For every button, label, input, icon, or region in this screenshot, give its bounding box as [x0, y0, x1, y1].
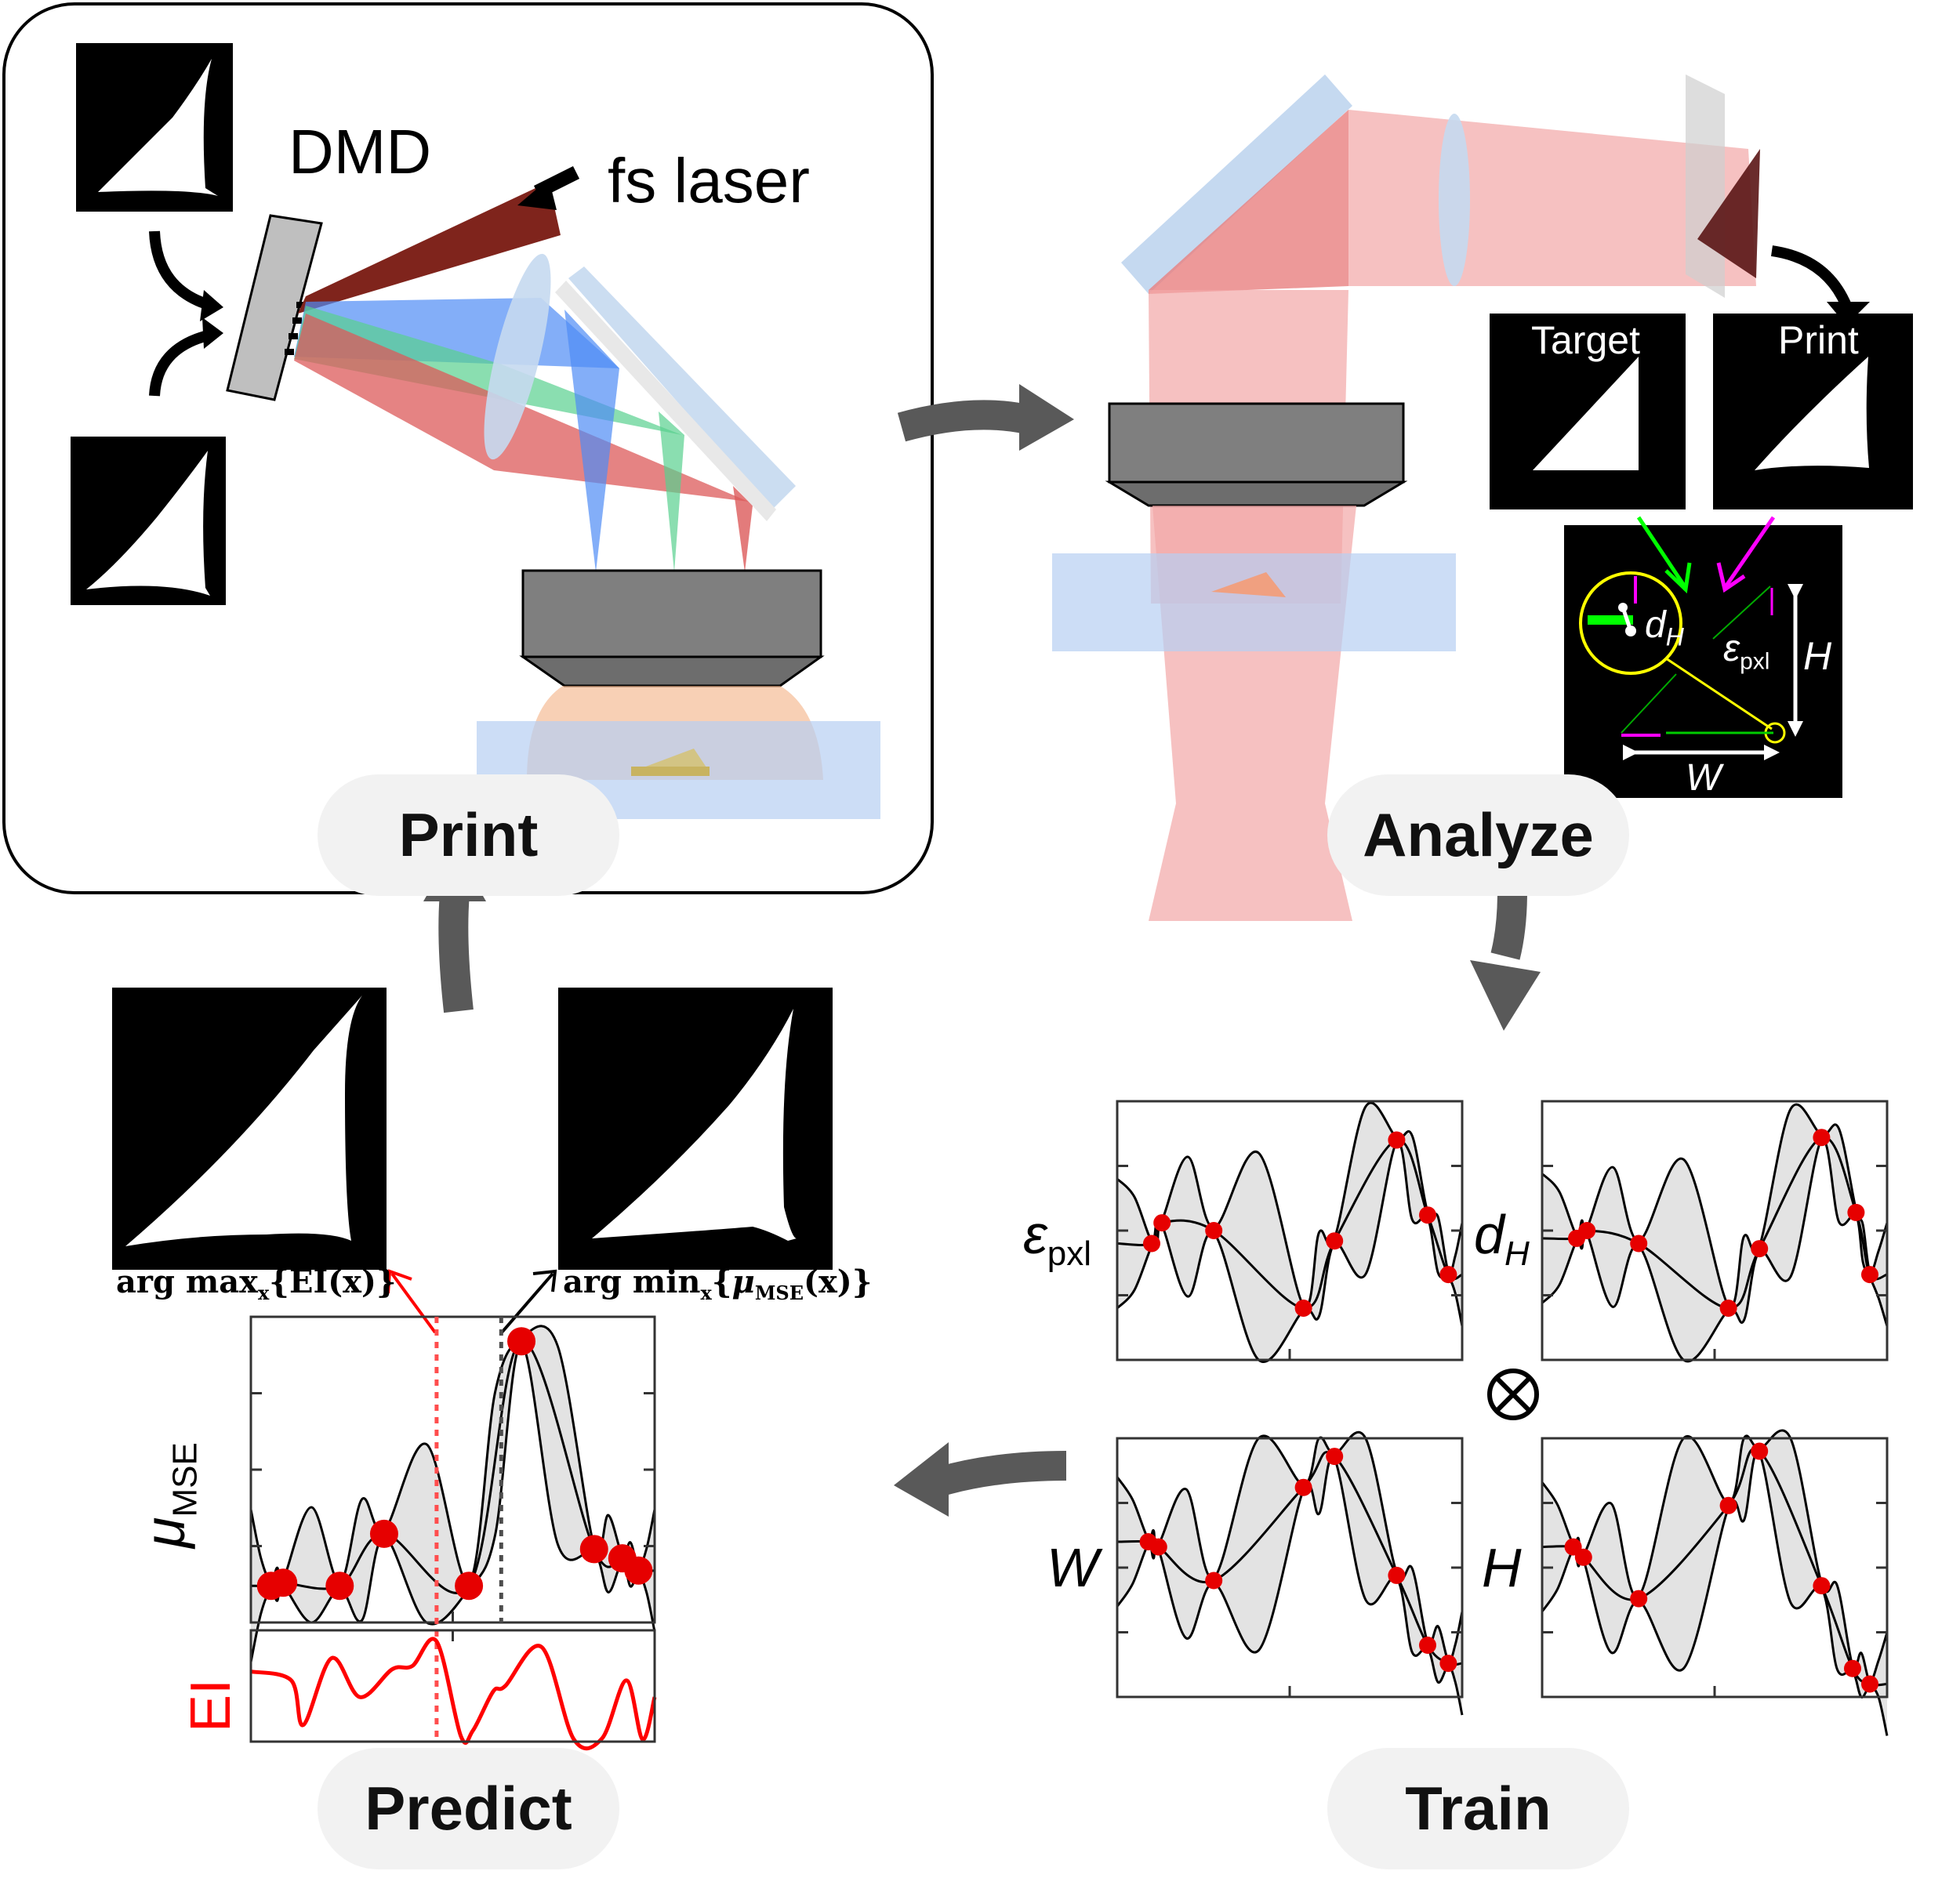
flow-arrow-predict-to-print	[438, 892, 474, 1013]
zoom-circle	[1579, 571, 1682, 675]
mask-image-top	[76, 43, 233, 212]
train-plot-2	[1116, 1430, 1464, 1716]
train-plot-1	[1541, 1100, 1889, 1363]
tensor-product-circle	[1487, 1369, 1539, 1420]
observation-point	[1439, 1655, 1457, 1673]
observation-point	[1844, 1659, 1861, 1677]
train-label-eps: εpxl	[1023, 1204, 1092, 1273]
observation-point	[1388, 1131, 1406, 1149]
mirror-analyze	[1121, 74, 1352, 294]
uncertainty-band	[1117, 1432, 1462, 1716]
stage-pill-predict: Predict	[318, 1748, 619, 1869]
observation-point	[455, 1572, 484, 1601]
observation-point	[369, 1519, 398, 1548]
train-label-w: W	[1047, 1537, 1099, 1598]
d-h-label: dH	[1645, 604, 1684, 651]
mask-image-bottom	[71, 437, 226, 605]
observation-point	[1861, 1266, 1878, 1284]
objective-lens-print	[519, 569, 825, 687]
stage-pill-train: Train	[1327, 1748, 1629, 1869]
width-label: W	[1686, 757, 1722, 799]
mu-mse-chart	[249, 1315, 656, 1742]
observation-point	[1153, 1214, 1171, 1232]
ei-axis-label: EI	[180, 1678, 242, 1732]
uncertainty-band	[1542, 1104, 1887, 1361]
camera-screen	[1686, 74, 1725, 298]
observation-point	[1719, 1496, 1737, 1514]
dmd-chip	[226, 214, 323, 401]
observation-point	[325, 1572, 354, 1601]
observation-point	[1294, 1478, 1312, 1496]
observation-point	[1439, 1266, 1457, 1284]
observation-point	[1326, 1448, 1344, 1466]
flow-arrow-print-to-analyze	[897, 400, 1030, 442]
observation-point	[1751, 1240, 1769, 1258]
stage-pill-print: Print	[318, 774, 619, 896]
lens-analyze	[1439, 114, 1470, 286]
observation-point	[1205, 1222, 1223, 1239]
observation-point	[1294, 1300, 1312, 1317]
observation-point	[579, 1535, 608, 1564]
fs-laser-label: fs laser	[608, 146, 810, 216]
eps-pxl-label: εpxl	[1723, 628, 1770, 675]
fs-laser-beam	[298, 182, 561, 314]
observation-point	[269, 1568, 298, 1597]
observation-point	[1388, 1566, 1406, 1584]
observation-point	[1813, 1577, 1831, 1595]
observation-point	[624, 1556, 653, 1585]
observation-point	[1861, 1675, 1878, 1693]
observation-point	[1205, 1572, 1223, 1590]
uncertainty-band	[1117, 1102, 1462, 1362]
uncertainty-band	[1542, 1430, 1887, 1736]
curved-arrow-bottom	[149, 330, 209, 397]
train-label-dh: dH	[1474, 1204, 1530, 1273]
observation-point	[1751, 1442, 1769, 1460]
mirror-print	[568, 266, 796, 509]
ei-plot-frame	[249, 1629, 656, 1743]
argmax-caption: arg maxx{EI(x)}	[116, 1263, 397, 1304]
train-plot-3	[1541, 1429, 1889, 1736]
observation-point	[1419, 1206, 1436, 1224]
mu-mse-axis-label: μMSE	[134, 1442, 205, 1548]
stage-pill-analyze: Analyze	[1327, 774, 1629, 896]
train-plot-0	[1116, 1100, 1464, 1363]
objective-lens-analyze	[1105, 402, 1408, 507]
observation-point	[1574, 1548, 1592, 1566]
observation-point	[1143, 1234, 1160, 1253]
curved-arrow-top	[149, 230, 214, 311]
flow-arrow-train-to-predict	[936, 1451, 1067, 1496]
argmin-caption: arg minx{μMSE(x)}	[563, 1263, 873, 1304]
target-label: Target	[1531, 318, 1640, 362]
observation-point	[1578, 1222, 1596, 1239]
observation-point	[1813, 1129, 1831, 1147]
height-label: H	[1803, 634, 1832, 678]
lens-print	[484, 253, 551, 460]
train-charts	[1116, 1100, 1889, 1736]
substrate-analyze	[1052, 553, 1456, 651]
ei-line	[250, 1637, 657, 1751]
observation-point	[507, 1327, 536, 1356]
observation-point	[1630, 1590, 1648, 1608]
print-label: Print	[1778, 318, 1859, 362]
ei-chart	[249, 1629, 657, 1751]
observation-point	[1847, 1203, 1865, 1221]
observation-point	[1326, 1232, 1344, 1250]
train-label-h: H	[1482, 1537, 1522, 1598]
observation-point	[1719, 1300, 1737, 1317]
observation-point	[1149, 1538, 1167, 1556]
observation-point	[1419, 1637, 1436, 1654]
observation-point	[1630, 1234, 1648, 1253]
dmd-label: DMD	[289, 117, 432, 187]
